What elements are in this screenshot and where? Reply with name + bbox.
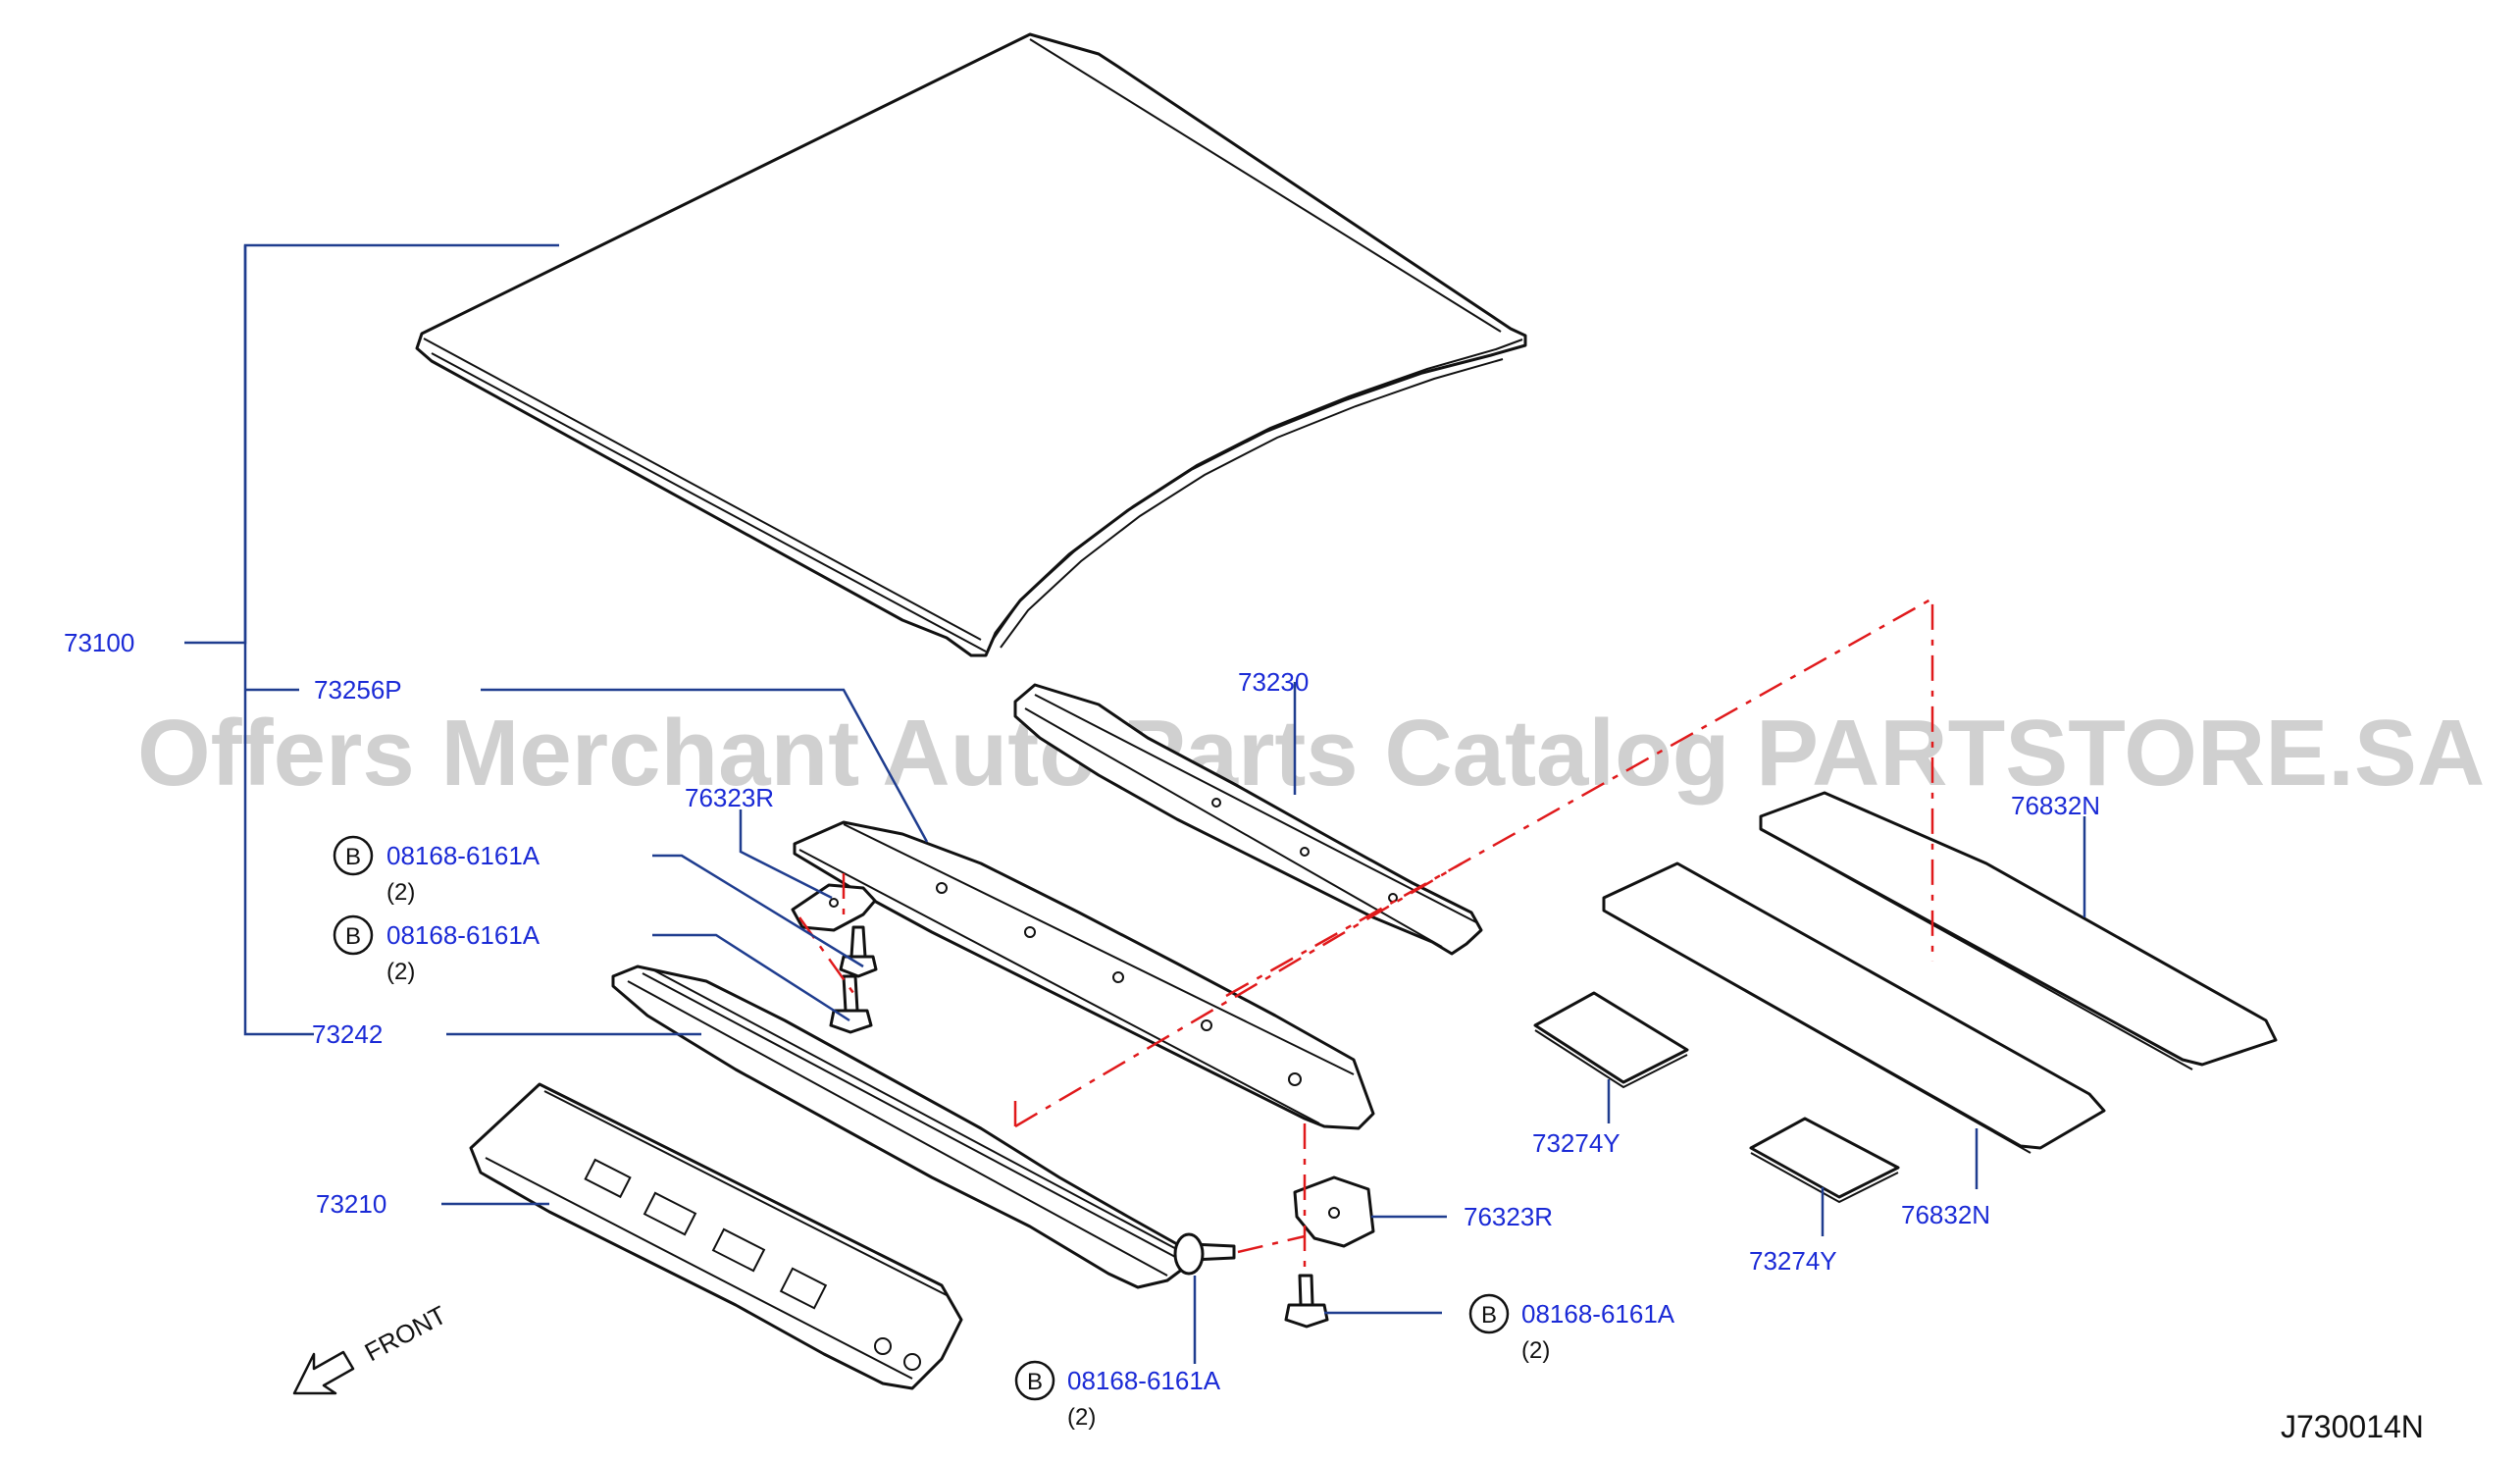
- label-76323R-right[interactable]: 76323R: [1464, 1202, 1553, 1231]
- bolt-1[interactable]: [839, 925, 878, 978]
- bracket-right[interactable]: [1293, 1175, 1375, 1248]
- silencer-a[interactable]: [1759, 791, 2278, 1070]
- label-73100[interactable]: 73100: [64, 628, 134, 657]
- silencer-b[interactable]: [1602, 861, 2106, 1154]
- diagram-code: J730014N: [2281, 1409, 2424, 1444]
- bolt-callout-4[interactable]: B 08168-6161A (2): [1468, 1293, 1675, 1364]
- label-73274Y-right[interactable]: 73274Y: [1749, 1246, 1837, 1276]
- bolt-symbol: B: [1027, 1369, 1043, 1395]
- bolt-3[interactable]: [1173, 1232, 1236, 1276]
- bolt-qty: (2): [386, 959, 415, 985]
- bolt-symbol-circle: [333, 835, 374, 876]
- bolt-callout-1[interactable]: B 08168-6161A (2): [333, 835, 540, 906]
- roof-panel[interactable]: [415, 32, 1527, 657]
- bolt-qty: (2): [1521, 1337, 1550, 1364]
- bolt-symbol-circle: [1014, 1360, 1055, 1401]
- bolt-symbol: B: [345, 923, 361, 950]
- label-73242[interactable]: 73242: [312, 1019, 383, 1049]
- label-76323R-left[interactable]: 76323R: [685, 783, 774, 812]
- label-73210[interactable]: 73210: [316, 1189, 386, 1219]
- bolt-4[interactable]: [1284, 1274, 1329, 1329]
- bolt-symbol-circle: [333, 914, 374, 956]
- bolt-callout-3[interactable]: B 08168-6161A (2): [1014, 1360, 1221, 1431]
- bolt-qty: (2): [386, 879, 415, 906]
- label-76832N-top[interactable]: 76832N: [2011, 791, 2100, 820]
- front-arrow-label: FRONT: [360, 1300, 451, 1368]
- front-direction-indicator: FRONT: [292, 1300, 451, 1395]
- roof-bow[interactable]: [611, 965, 1189, 1289]
- bolt-number: 08168-6161A: [386, 841, 540, 870]
- label-76832N-bottom[interactable]: 76832N: [1901, 1200, 1990, 1229]
- roof-rail-side-front[interactable]: [469, 1082, 963, 1390]
- bolt-qty: (2): [1067, 1404, 1096, 1431]
- pad-a[interactable]: [1533, 991, 1689, 1089]
- bolt-number: 08168-6161A: [1521, 1299, 1675, 1329]
- bolt-2[interactable]: [829, 974, 873, 1034]
- bolt-symbol-circle: [1468, 1293, 1510, 1334]
- watermark-text: Offers Merchant Auto Parts Catalog PARTS…: [137, 701, 2485, 806]
- roof-rail-front[interactable]: [793, 820, 1375, 1130]
- label-73230[interactable]: 73230: [1238, 667, 1309, 697]
- bolt-number: 08168-6161A: [1067, 1366, 1221, 1395]
- leader-lines: [184, 243, 2086, 1364]
- label-73274Y-left[interactable]: 73274Y: [1532, 1128, 1620, 1158]
- roof-rail-rear[interactable]: [1013, 683, 1483, 956]
- bolt-symbol: B: [345, 844, 361, 870]
- bolt-symbol: B: [1481, 1302, 1497, 1329]
- label-73256P[interactable]: 73256P: [314, 675, 402, 704]
- front-arrow-icon: [292, 1350, 355, 1395]
- bolt-callout-2[interactable]: B 08168-6161A (2): [333, 914, 540, 985]
- bolt-number: 08168-6161A: [386, 920, 540, 950]
- pad-b[interactable]: [1749, 1117, 1900, 1204]
- alignment-lines: [797, 596, 1934, 1276]
